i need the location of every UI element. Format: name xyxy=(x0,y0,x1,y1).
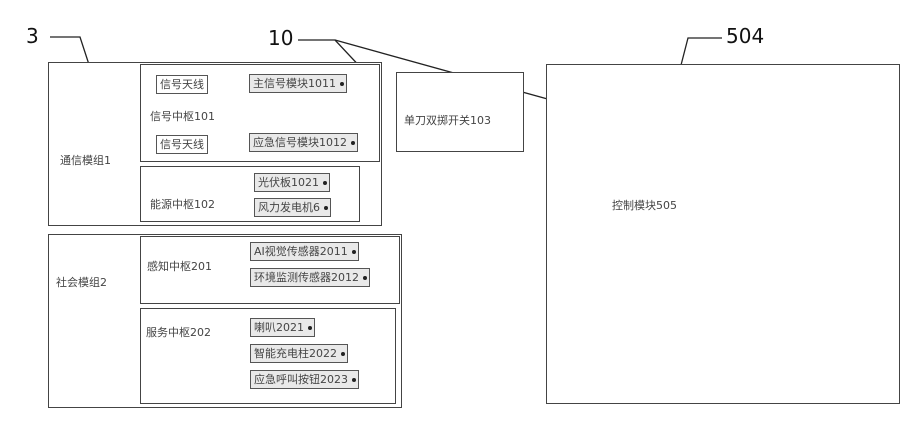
environment-sensor: 环境监测传感器2012 xyxy=(250,268,370,287)
service-hub-label: 服务中枢202 xyxy=(146,324,211,340)
communication-module-label: 通信模组1 xyxy=(60,152,111,168)
emergency-call-button: 应急呼叫按钮2023 xyxy=(250,370,359,389)
smart-charger: 智能充电柱2022 xyxy=(250,344,348,363)
control-module-label: 控制模块505 xyxy=(612,197,677,213)
wind-generator: 风力发电机6 xyxy=(254,198,331,217)
pv-panel: 光伏板1021 xyxy=(254,173,330,192)
emergency-signal-module: 应急信号模块1012 xyxy=(249,133,358,152)
connector-dot xyxy=(352,378,356,382)
connector-dot xyxy=(363,276,367,280)
signal-hub-label: 信号中枢101 xyxy=(150,108,215,124)
speaker: 喇叭2021 xyxy=(250,318,315,337)
control-module xyxy=(546,64,900,404)
main-signal-module: 主信号模块1011 xyxy=(249,74,347,93)
sensing-hub-label: 感知中枢201 xyxy=(147,258,212,274)
callout-504: 504 xyxy=(726,24,764,48)
callout-10: 10 xyxy=(268,26,293,50)
spdt-switch-label: 单刀双掷开关103 xyxy=(404,112,491,128)
connector-dot xyxy=(341,352,345,356)
connector-dot xyxy=(324,206,328,210)
callout-3: 3 xyxy=(26,24,39,48)
signal-antenna-1: 信号天线 xyxy=(156,75,208,94)
energy-hub-label: 能源中枢102 xyxy=(150,196,215,212)
connector-dot xyxy=(340,82,344,86)
social-module-label: 社会模组2 xyxy=(56,274,107,290)
connector-dot xyxy=(308,326,312,330)
connector-dot xyxy=(352,250,356,254)
connector-dot xyxy=(323,181,327,185)
ai-vision-sensor: AI视觉传感器2011 xyxy=(250,242,359,261)
signal-antenna-2: 信号天线 xyxy=(156,135,208,154)
connector-dot xyxy=(351,141,355,145)
